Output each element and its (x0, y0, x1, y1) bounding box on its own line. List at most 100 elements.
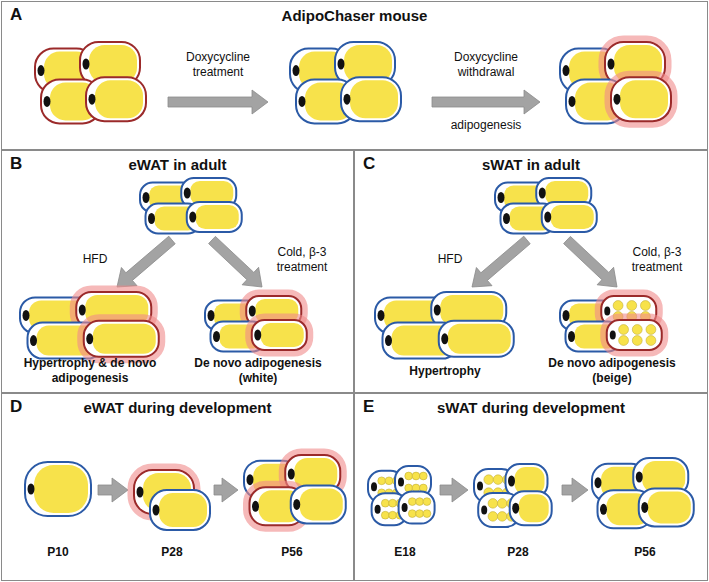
lipid-droplet (497, 499, 507, 509)
process-arrow (564, 236, 617, 287)
adipocyte (341, 77, 401, 121)
annotation-label: E18 (375, 545, 435, 560)
lipid-droplet (416, 498, 424, 506)
panel-title: eWAT in adult (2, 156, 353, 173)
lipid-droplet (381, 499, 389, 507)
nucleus (477, 482, 483, 491)
lipid-droplet (419, 472, 427, 480)
process-arrow (214, 478, 238, 502)
adipocyte (510, 491, 552, 525)
lipid-droplet (619, 336, 629, 346)
nucleus (184, 188, 191, 199)
adipocyte (399, 492, 435, 524)
process-arrow (168, 90, 268, 114)
adipocyte (542, 202, 597, 232)
lipid-droplet (627, 301, 637, 311)
annotation-label: P56 (262, 545, 322, 560)
lipid-droplet (408, 510, 416, 518)
label-glow (608, 74, 674, 124)
nucleus (189, 212, 196, 223)
cell-outline (439, 321, 514, 357)
lipid-droplet (619, 325, 629, 335)
annotation-label: Hypertrophy (370, 364, 520, 379)
figure-panel: AAdipoChaser mouse (1, 1, 708, 150)
nucleus (600, 504, 607, 515)
annotation-label: P28 (488, 545, 548, 560)
lipid-droplet (646, 325, 656, 335)
nucleus (563, 65, 570, 76)
process-arrow (432, 90, 540, 114)
nucleus (402, 503, 408, 512)
nucleus (137, 487, 144, 498)
nucleus (568, 331, 575, 342)
panel-title: eWAT during development (2, 399, 353, 416)
cell-outline (252, 320, 307, 350)
nucleus (371, 482, 377, 491)
nucleus (23, 310, 30, 321)
nucleus (89, 94, 96, 105)
cell-outline (510, 491, 552, 525)
lipid-droplet (381, 511, 389, 519)
label-glow (249, 317, 310, 353)
nucleus (143, 192, 150, 203)
annotation-label: P28 (142, 545, 202, 560)
lipid-droplet (385, 477, 393, 485)
adipocyte (187, 202, 242, 232)
nucleus (148, 213, 155, 224)
nucleus (398, 478, 404, 487)
lipid-droplet (34, 465, 88, 513)
annotation-label: P56 (615, 545, 675, 560)
nucleus (604, 307, 610, 316)
cell-outline (25, 462, 91, 516)
lipid-droplet (300, 488, 343, 520)
nucleus (544, 212, 551, 223)
nucleus (83, 59, 90, 70)
lipid-droplet (632, 325, 642, 335)
nucleus (569, 96, 576, 107)
nucleus (641, 502, 648, 513)
annotation-label: Doxycycline treatment (163, 50, 273, 80)
label-glow (604, 317, 665, 353)
cell-outline (399, 492, 435, 524)
nucleus (293, 65, 300, 76)
process-arrow (117, 236, 175, 287)
nucleus (378, 310, 385, 321)
adipocyte (86, 77, 146, 121)
nucleus (441, 333, 448, 344)
panel-letter: E (363, 397, 374, 417)
annotation-label: HFD (70, 252, 120, 267)
lipid-droplet (378, 477, 386, 485)
adipocyte (81, 318, 162, 360)
lipid-droplet (497, 512, 507, 522)
cell-outline (86, 77, 146, 121)
nucleus (252, 501, 259, 512)
nucleus (30, 335, 37, 346)
cell-outline (291, 485, 346, 523)
lipid-droplet (493, 475, 503, 485)
nucleus (636, 472, 643, 483)
label-glow (81, 318, 162, 360)
adipocyte (439, 321, 514, 357)
nucleus (375, 505, 381, 514)
nucleus (293, 499, 300, 510)
panel-letter: B (10, 154, 22, 174)
nucleus (503, 213, 510, 224)
panel-letter: A (10, 5, 22, 25)
lipid-droplet (640, 301, 650, 311)
adipocyte (608, 74, 674, 124)
panel-title: sWAT in adult (355, 156, 707, 173)
lipid-droplet (488, 499, 498, 509)
annotation-label: P10 (28, 545, 88, 560)
cell-outline (187, 202, 242, 232)
annotation-label: De novo adipogenesis (beige) (537, 356, 687, 386)
lipid-droplet (93, 324, 156, 354)
nucleus (247, 474, 254, 485)
nucleus (614, 94, 621, 105)
lipid-droplet (389, 499, 397, 507)
cell-outline (639, 488, 694, 526)
nucleus (254, 330, 261, 341)
process-arrow (562, 478, 588, 502)
nucleus (44, 96, 51, 107)
lipid-droplet (196, 205, 239, 229)
cell-outline (611, 77, 671, 121)
